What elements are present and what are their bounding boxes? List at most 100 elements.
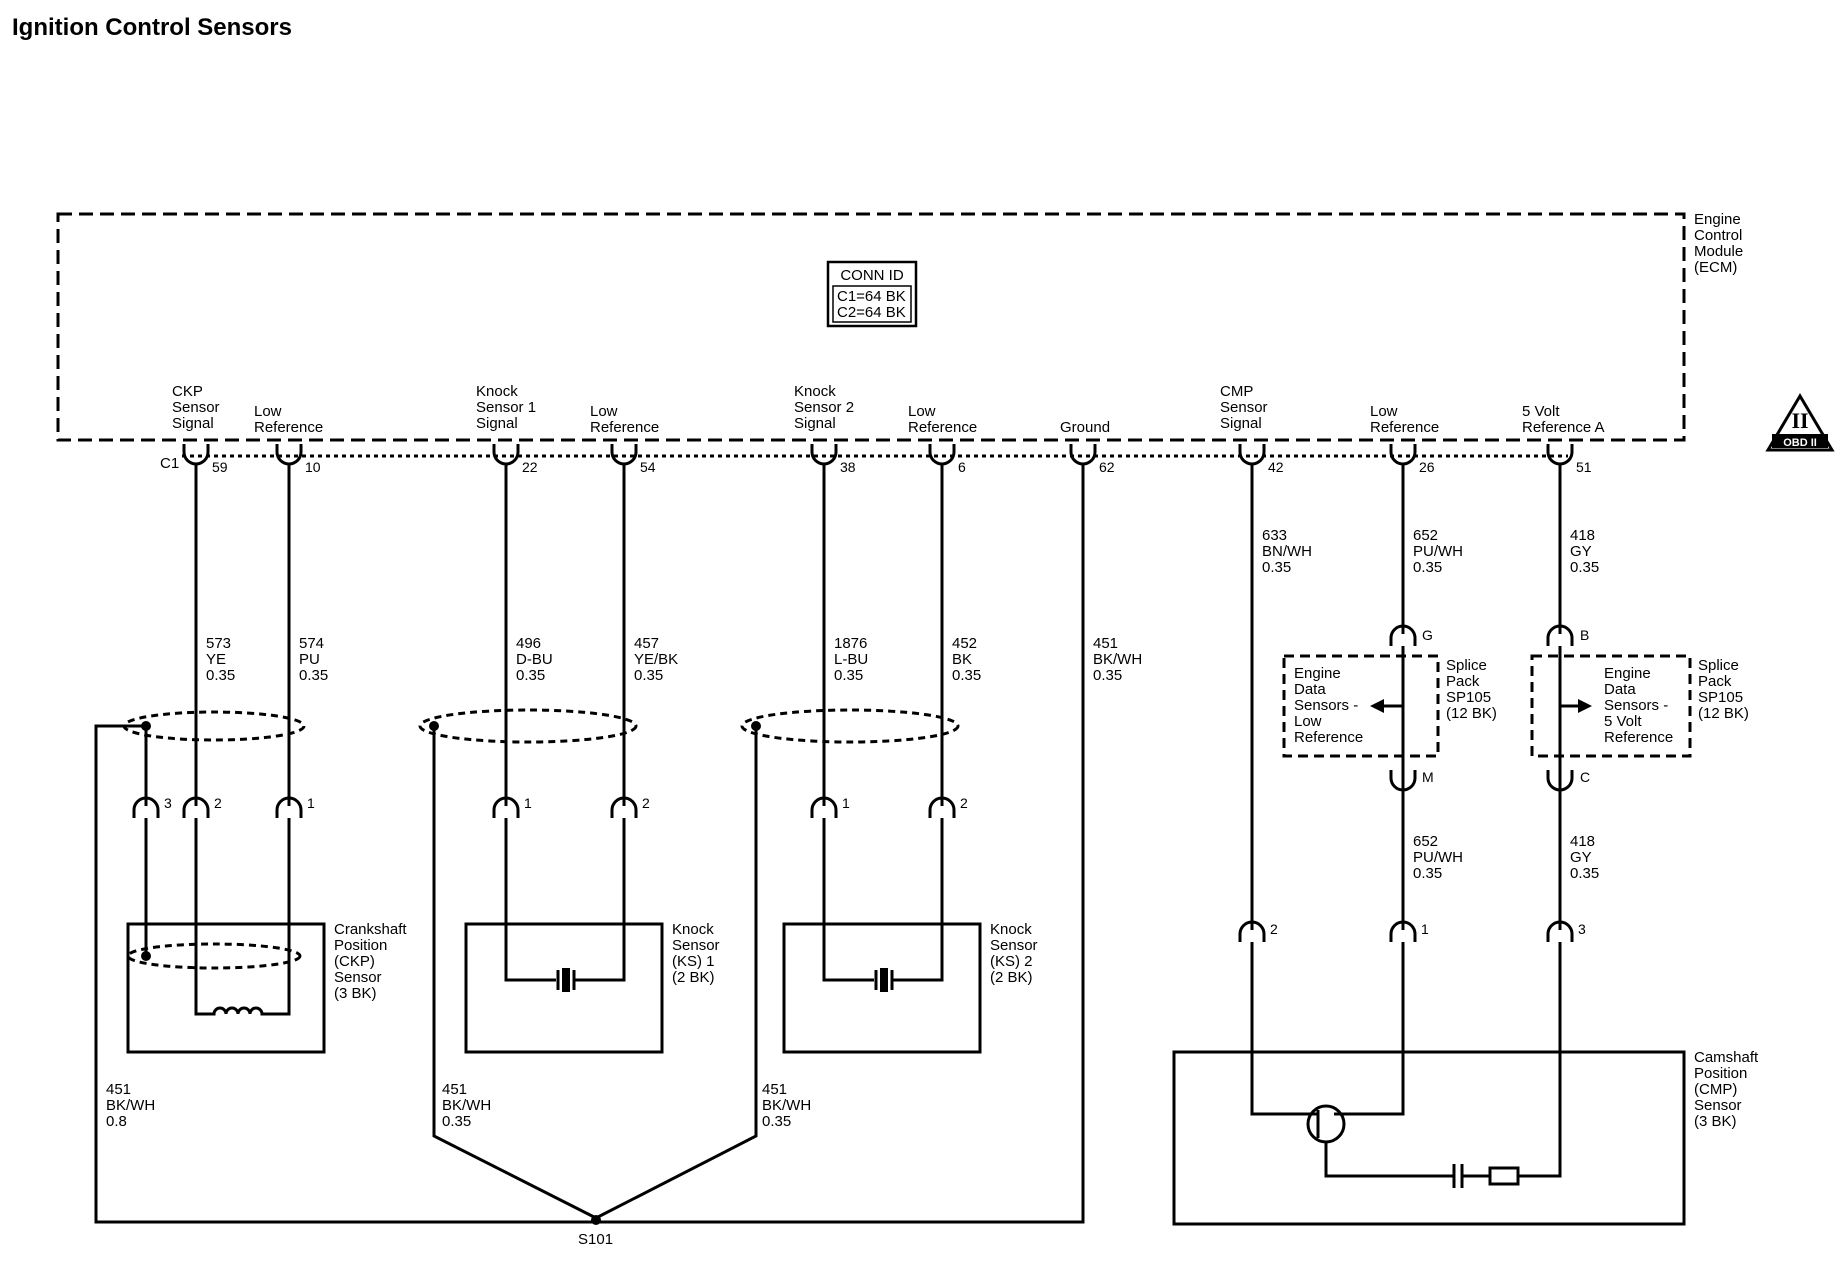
ks1-label-3: (KS) 1 [672, 953, 715, 970]
wire-label-14-color: BK/WH [762, 1097, 811, 1114]
cmp-label-3: (CMP) [1694, 1081, 1737, 1098]
conn-id-header: CONN ID [840, 267, 904, 284]
ecm-boundary [56, 212, 1686, 442]
ckp-label-2: Position [334, 937, 387, 954]
wire-label-13-color: BK/WH [442, 1097, 491, 1114]
splice-1-inner-5: Reference [1294, 729, 1363, 746]
wire-label-11-color: GY [1570, 849, 1592, 866]
sensor-connectors: 3 2 1 1 2 1 2 2 1 3 [132, 795, 1586, 942]
wire-label-5-color: BK [952, 651, 972, 668]
pin-label-ks2-3: Signal [794, 415, 836, 432]
pin-label-cmp-3: Signal [1220, 415, 1262, 432]
wire-label-4-color: L-BU [834, 651, 868, 668]
ckp-connector-1 [275, 796, 303, 818]
splice-1-arrow-icon [1370, 699, 1384, 713]
wire-label-8-id: 652 [1413, 527, 1438, 544]
ks1-body [464, 922, 664, 1054]
splice-s101: S101 [578, 1215, 613, 1248]
pin-label-ckp-2: Sensor [172, 399, 220, 416]
pin-number-10: 10 [305, 459, 321, 475]
ks2-drain-wire [595, 726, 758, 1220]
pin-label-lowref2-2: Reference [590, 419, 659, 436]
splice-1-inner-2: Data [1294, 681, 1326, 698]
wire-label-2-id: 496 [516, 635, 541, 652]
ks1-drain-wire [432, 726, 597, 1220]
cmp-label-4: Sensor [1694, 1097, 1742, 1114]
wire-label-11-gauge: 0.35 [1570, 865, 1599, 882]
terminal-62 [1069, 444, 1097, 466]
cmp-sensor: Camshaft Position (CMP) Sensor (3 BK) [1172, 942, 1759, 1226]
pin-label-ckp-3: Signal [172, 415, 214, 432]
wire-label-1-gauge: 0.35 [299, 667, 328, 684]
pin-label-5v-2: Reference A [1522, 419, 1605, 436]
wire-label-12-gauge: 0.8 [106, 1113, 127, 1130]
splice-1-inner-1: Engine [1294, 665, 1341, 682]
splice-2-inner-3: Sensors - [1604, 697, 1668, 714]
wire-label-10-gauge: 0.35 [1413, 865, 1442, 882]
wire-label-0-id: 573 [206, 635, 231, 652]
wire-label-9-color: GY [1570, 543, 1592, 560]
ecm-pin-terminals: 59 10 22 54 38 6 62 42 26 51 [182, 444, 1592, 475]
ks1-pin-2: 2 [642, 795, 650, 811]
ks2-label-3: (KS) 2 [990, 953, 1033, 970]
ckp-sensor-body [126, 922, 326, 1054]
wire-label-10-id: 652 [1413, 833, 1438, 850]
pin-label-lowref4-1: Low [1370, 403, 1398, 420]
pin-number-42: 42 [1268, 459, 1284, 475]
cmp-label-5: (3 BK) [1694, 1113, 1737, 1130]
cmp-connector-2 [1238, 920, 1266, 942]
terminal-54 [610, 444, 638, 466]
wire-label-9-gauge: 0.35 [1570, 559, 1599, 576]
s101-node [591, 1215, 601, 1225]
ckp-sensor: Crankshaft Position (CKP) Sensor (3 BK) [126, 818, 407, 1054]
ckp-pin-2: 2 [214, 795, 222, 811]
ckp-shield [122, 710, 306, 742]
pin-label-ckp-1: CKP [172, 383, 203, 400]
wire-label-10-color: PU/WH [1413, 849, 1463, 866]
shields [122, 708, 960, 1220]
knock-sensor-1: Knock Sensor (KS) 1 (2 BK) [464, 818, 720, 1054]
pin-label-ks1-1: Knock [476, 383, 518, 400]
pin-number-22: 22 [522, 459, 538, 475]
ckp-coil [194, 818, 291, 1016]
ks2-piezo-crystal [880, 968, 888, 992]
pin-label-lowref2-1: Low [590, 403, 618, 420]
splice-pin-m: M [1422, 769, 1434, 785]
splice-2-inner-5: Reference [1604, 729, 1673, 746]
splice-2-arrow-icon [1578, 699, 1592, 713]
splice-1-inner-4: Low [1294, 713, 1322, 730]
pin-number-38: 38 [840, 459, 856, 475]
terminal-26 [1389, 444, 1417, 466]
splice-pin-c: C [1580, 769, 1590, 785]
wire-label-7-id: 633 [1262, 527, 1287, 544]
wire-label-13-gauge: 0.35 [442, 1113, 471, 1130]
page-title: Ignition Control Sensors [12, 14, 292, 41]
ecm-label-4: (ECM) [1694, 259, 1737, 276]
wire-label-6-id: 451 [1093, 635, 1118, 652]
ks2-label-1: Knock [990, 921, 1032, 938]
wire-label-4-gauge: 0.35 [834, 667, 863, 684]
splice-2-outer-3: SP105 [1698, 689, 1743, 706]
pin-number-51: 51 [1576, 459, 1592, 475]
ks2-circuit [822, 818, 944, 982]
splice-1-outer-4: (12 BK) [1446, 705, 1497, 722]
splice-1-connector-g [1389, 624, 1417, 646]
splice-1-outer-3: SP105 [1446, 689, 1491, 706]
splice-2-inner-2: Data [1604, 681, 1636, 698]
pin-label-lowref1-1: Low [254, 403, 282, 420]
wire-labels: 573 YE 0.35 574 PU 0.35 496 D-BU 0.35 45… [106, 527, 1599, 1130]
conn-id-table: CONN ID C1=64 BK C2=64 BK [826, 260, 918, 328]
wire-label-7-color: BN/WH [1262, 543, 1312, 560]
ks2-pin-2: 2 [960, 795, 968, 811]
ks2-pin-1: 1 [842, 795, 850, 811]
wire-label-9-id: 418 [1570, 527, 1595, 544]
wire-label-12-color: BK/WH [106, 1097, 155, 1114]
wire-label-6-color: BK/WH [1093, 651, 1142, 668]
pin-number-26: 26 [1419, 459, 1435, 475]
pin-label-lowref1-2: Reference [254, 419, 323, 436]
pin-label-lowref3-2: Reference [908, 419, 977, 436]
wire-451-ground [94, 464, 1085, 1224]
splice-1-inner-3: Sensors - [1294, 697, 1358, 714]
ks1-label-2: Sensor [672, 937, 720, 954]
ckp-connector-3 [132, 796, 160, 818]
